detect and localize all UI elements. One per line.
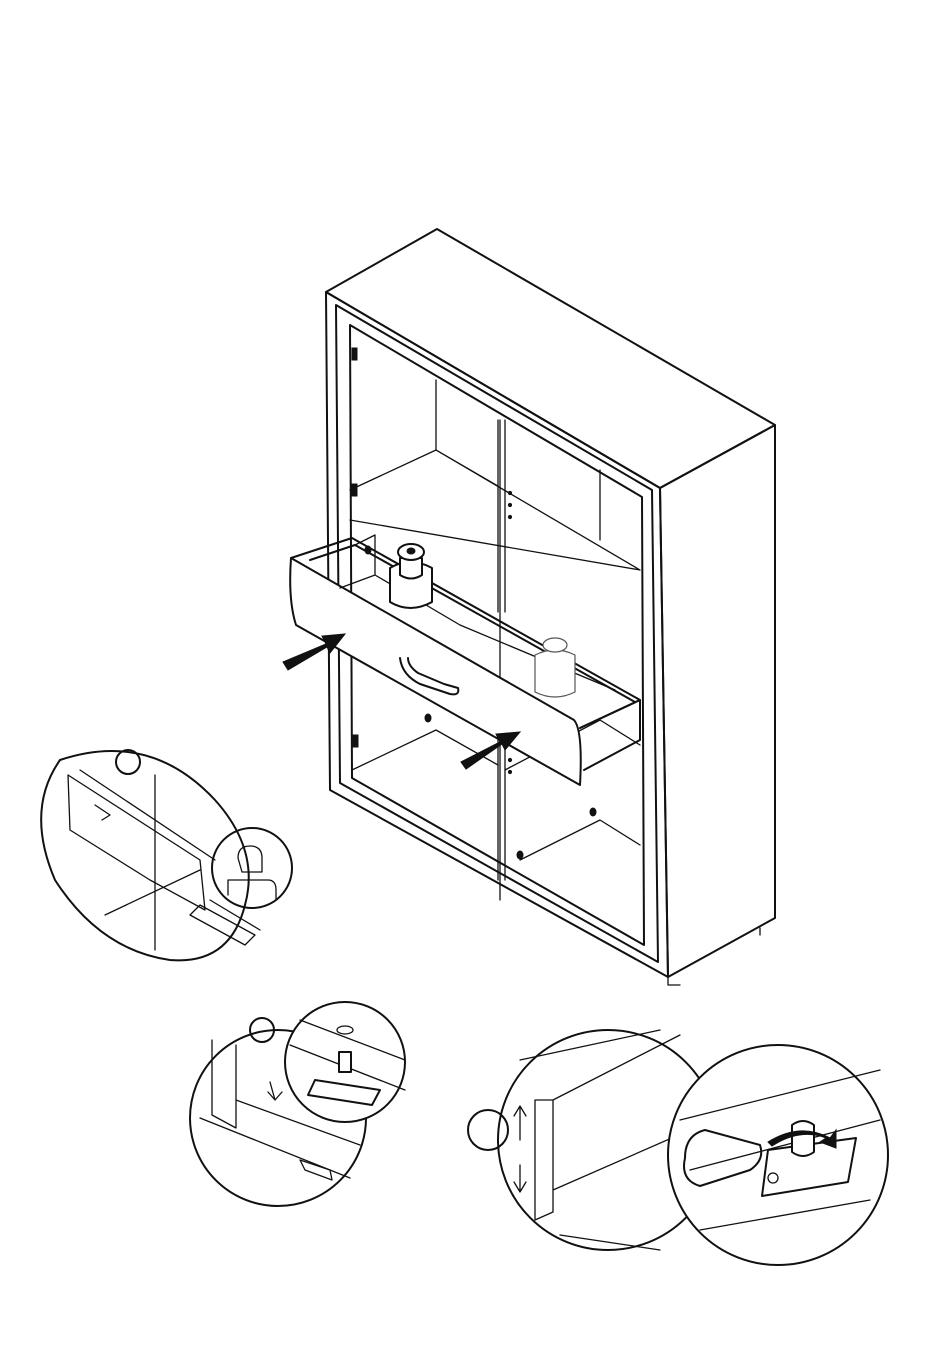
hinge-bottom <box>353 735 358 747</box>
hinge-mid <box>352 484 357 496</box>
pin-hole <box>508 770 511 773</box>
detail-a-runner <box>190 900 260 945</box>
screw-icon <box>339 1052 351 1072</box>
detail-c-panel <box>520 1030 690 1250</box>
cabinet-top-panel <box>326 229 775 488</box>
detail-a-zoom-circle <box>212 828 292 908</box>
weight-ghost <box>535 638 575 697</box>
adjustment-bolt-icon <box>792 1121 814 1156</box>
push-arrow-icon <box>283 634 345 670</box>
cabinet-shelf-lower <box>352 720 640 860</box>
detail-callout-b <box>190 1002 405 1206</box>
pin-hole <box>508 758 511 761</box>
pin-hole <box>508 503 511 506</box>
clip-icon <box>228 846 276 900</box>
detail-b-hinge <box>300 1160 332 1180</box>
push-arrow-icon <box>461 732 520 769</box>
cabinet-foot <box>668 928 760 985</box>
hinge-top <box>352 348 357 360</box>
detail-a-ellipse <box>41 751 249 960</box>
detail-a-marker <box>116 750 140 774</box>
pin-hole <box>508 491 511 494</box>
detail-callout-a <box>41 750 292 960</box>
cabinet <box>326 229 775 985</box>
weight-object <box>390 544 432 608</box>
drawer-side <box>580 700 640 770</box>
drawer <box>290 535 640 785</box>
up-down-arrow-icon <box>514 1106 526 1192</box>
detail-callout-c <box>468 1030 888 1265</box>
pin-hole <box>508 515 511 518</box>
screw-mark <box>425 714 431 722</box>
cabinet-side-panel <box>660 425 775 977</box>
detail-c-marker <box>468 1110 508 1150</box>
cabinet-shelf-upper <box>350 450 640 570</box>
screw-mark <box>517 851 523 859</box>
screw-mark <box>590 808 596 816</box>
